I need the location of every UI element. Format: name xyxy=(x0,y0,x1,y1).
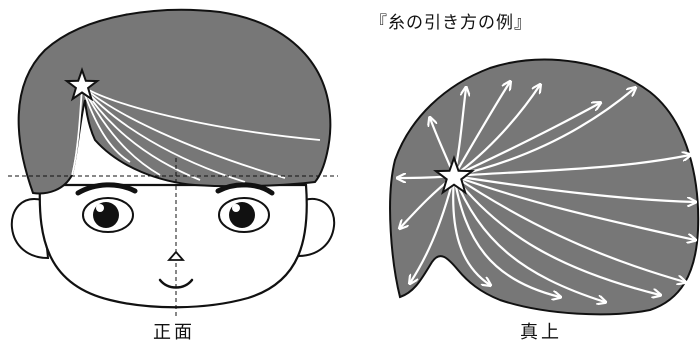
star-icon xyxy=(433,154,475,195)
mouth xyxy=(158,278,194,289)
front-hair xyxy=(17,8,332,195)
left-eyebrow xyxy=(75,182,138,196)
diagram-title: 『糸の引き方の例』 xyxy=(370,13,532,33)
top-view xyxy=(389,58,700,316)
top-threads xyxy=(398,82,695,302)
right-eyebrow xyxy=(215,182,275,196)
left-ear xyxy=(10,198,50,260)
front-view xyxy=(8,8,338,318)
face xyxy=(38,183,308,309)
caption-front: 正面 xyxy=(153,322,195,343)
star-icon xyxy=(63,66,101,102)
right-eye xyxy=(218,197,270,233)
caption-top: 真上 xyxy=(520,322,562,343)
left-eye xyxy=(82,197,134,233)
top-hair xyxy=(389,58,700,316)
nose xyxy=(167,250,185,261)
